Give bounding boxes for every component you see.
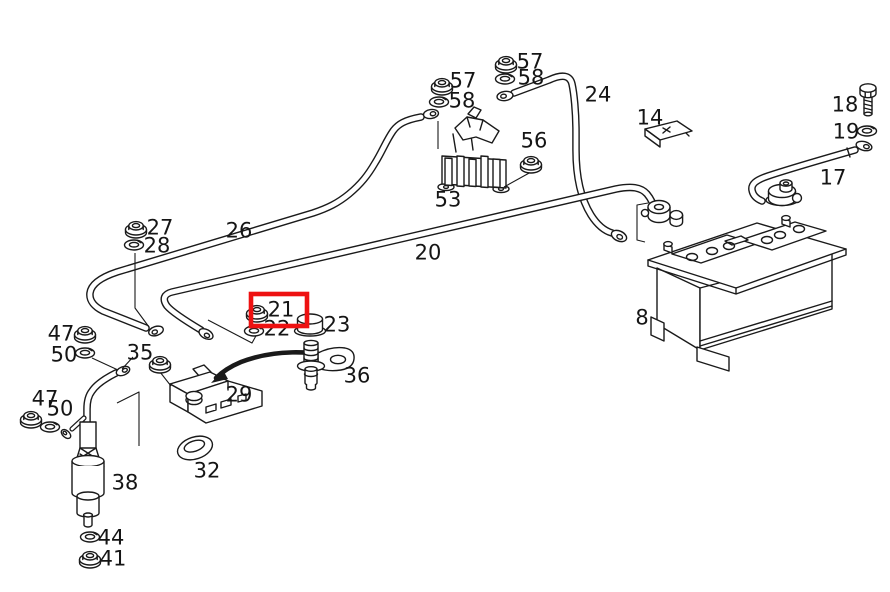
part-label-20: 20 (415, 241, 442, 265)
cable-24-ring-terminal-top (496, 90, 514, 102)
strap-17-terminal-clamp (765, 179, 803, 207)
junction-block-53 (437, 106, 510, 194)
part-label-47: 47 (48, 322, 75, 346)
nut-47-icon (73, 325, 97, 344)
battery-cable-26 (86, 108, 440, 337)
part-label-35: 35 (127, 341, 154, 365)
cable-26-ring-terminal-end (148, 325, 164, 337)
washer-19-icon (856, 125, 878, 137)
bolt-18-icon (859, 83, 877, 117)
battery-terminal-clamp (640, 199, 684, 228)
part-label-8: 8 (635, 306, 648, 330)
pump-cable-ring-terminal (115, 365, 131, 377)
part-label-47: 47 (32, 387, 59, 411)
part-label-44: 44 (98, 526, 125, 550)
highlight-box-part-21 (248, 291, 310, 329)
part-label-36: 36 (344, 364, 371, 388)
nut-27-icon (124, 220, 148, 239)
clip-14 (644, 120, 693, 148)
cable-26-ring-terminal-top (422, 108, 440, 120)
washer-58-icon (494, 73, 516, 85)
washer-28-icon (123, 239, 145, 251)
battery-cable-20 (160, 183, 684, 341)
part-label-50: 50 (51, 343, 78, 367)
part-label-57: 57 (450, 69, 477, 93)
pump-branch-lug (60, 428, 72, 440)
battery-illustration (647, 214, 847, 372)
part-label-24: 24 (585, 83, 612, 107)
ground-strap-17 (748, 140, 873, 207)
part-label-21: 21 (268, 298, 295, 322)
part-label-58: 58 (518, 66, 545, 90)
part-label-23: 23 (324, 313, 351, 337)
part-label-17: 17 (820, 166, 847, 190)
part-label-22: 22 (264, 317, 291, 341)
fuel-pump-38 (60, 365, 131, 528)
nut-57-icon (494, 55, 518, 74)
hardware-glyph-layer (19, 55, 878, 569)
positive-cable-24 (496, 72, 628, 243)
part-label-19: 19 (833, 120, 860, 144)
leader-lines (91, 121, 649, 446)
part-label-29: 29 (226, 383, 253, 407)
part-label-27: 27 (147, 216, 174, 240)
nut-47-icon (19, 410, 43, 429)
part-label-32: 32 (194, 459, 221, 483)
arrowhead (211, 370, 228, 383)
part-label-53: 53 (435, 188, 462, 212)
part-label-41: 41 (100, 547, 127, 571)
washer-50-icon (39, 421, 61, 433)
washer-50-icon (74, 347, 96, 359)
grommet-32-icon (176, 435, 214, 461)
nut-56-icon (519, 155, 543, 174)
part-label-50: 50 (47, 397, 74, 421)
part-label-28: 28 (144, 234, 171, 258)
part-label-57: 57 (517, 50, 544, 74)
cap-23-icon (293, 313, 327, 337)
part-label-18: 18 (832, 93, 859, 117)
nut-57-icon (430, 77, 454, 96)
stud-plate-36-icon (296, 339, 355, 391)
part-label-58: 58 (449, 89, 476, 113)
part-label-38: 38 (112, 471, 139, 495)
strap-17-ring-terminal (855, 140, 873, 152)
part-label-26: 26 (226, 219, 253, 243)
highlight-layer (248, 291, 310, 329)
mounting-bracket-29 (169, 364, 263, 424)
washer-58-icon (428, 96, 450, 108)
cable-24-ring-terminal-end (610, 229, 628, 243)
nut-41-icon (78, 550, 102, 569)
nut-35-icon (148, 355, 172, 374)
part-label-14: 14 (637, 106, 664, 130)
part-label-56: 56 (521, 129, 548, 153)
washer-44-icon (79, 531, 101, 543)
cable-20-ring-terminal (198, 327, 214, 341)
